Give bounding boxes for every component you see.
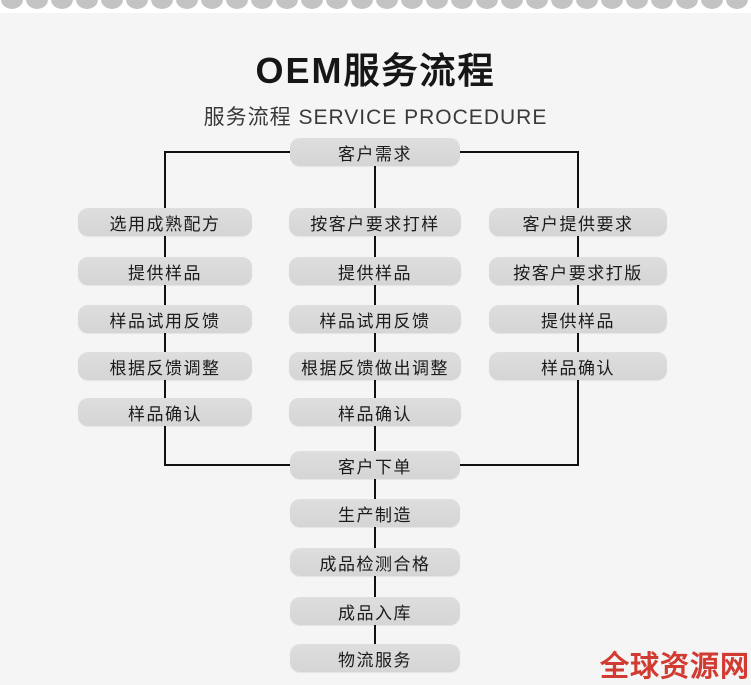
flow-step: 客户需求 [290,138,460,166]
page-subtitle: 服务流程 SERVICE PROCEDURE [203,106,548,129]
flow-step: 样品确认 [489,352,667,380]
flow-step: 根据反馈调整 [78,352,252,380]
page-title: OEM服务流程 [255,50,496,91]
flow-step: 样品确认 [289,398,461,426]
flow-step: 按客户要求打版 [489,257,667,285]
flow-step: 成品入库 [290,597,460,625]
flow-step: 样品试用反馈 [78,305,252,333]
flow-step: 客户提供要求 [489,208,667,236]
flow-step: 生产制造 [290,499,460,527]
flow-step: 客户下单 [290,451,460,479]
flow-step: 物流服务 [290,644,460,672]
flow-step: 提供样品 [489,305,667,333]
flow-step: 提供样品 [289,257,461,285]
flow-step: 样品确认 [78,398,252,426]
flow-step: 样品试用反馈 [289,305,461,333]
flow-step: 选用成熟配方 [78,208,252,236]
watermark-logo-text: 全球资源网 [599,651,750,683]
torn-paper-edge [0,0,751,13]
flow-step: 根据反馈做出调整 [289,352,461,380]
flow-step: 提供样品 [78,257,252,285]
flow-step: 按客户要求打样 [289,208,461,236]
flow-step: 成品检测合格 [290,548,460,576]
